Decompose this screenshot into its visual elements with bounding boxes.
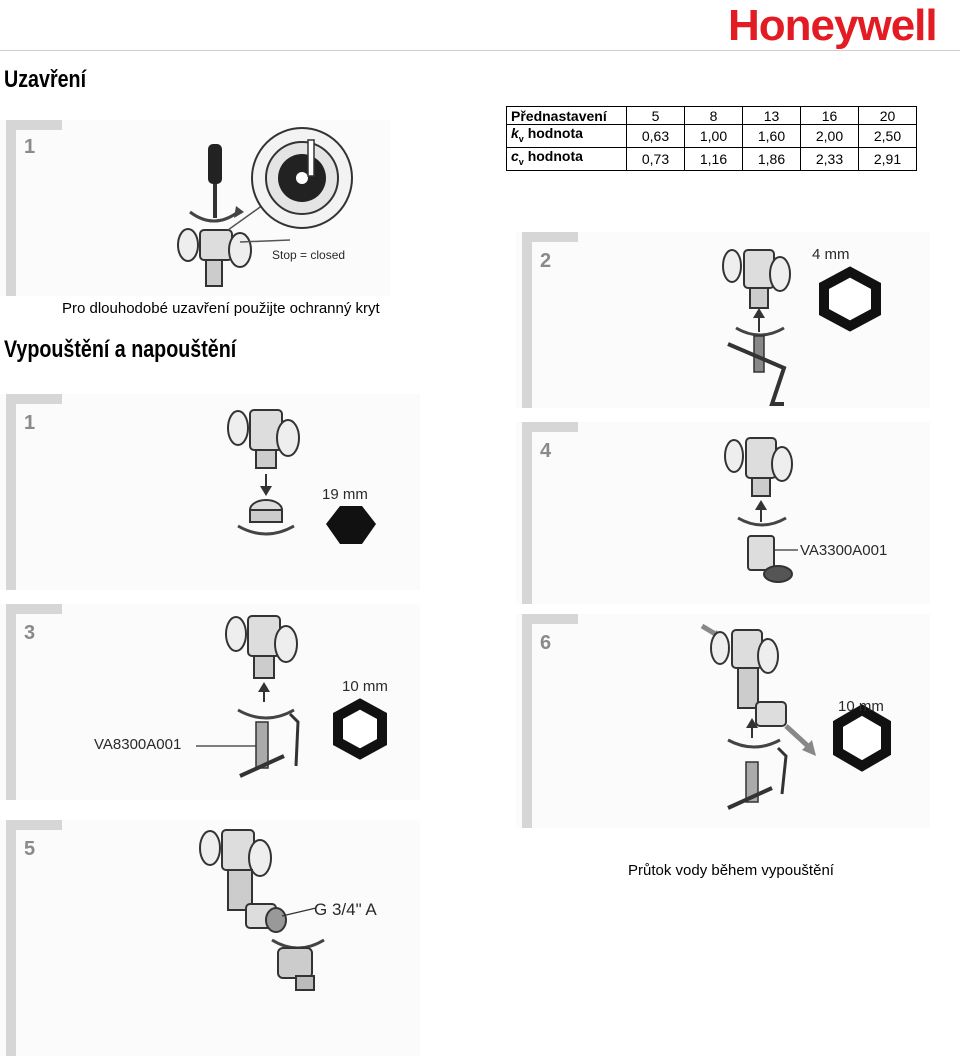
panel-frame	[522, 614, 532, 828]
cv-label: cv hodnota	[506, 146, 627, 171]
drain-operation-illustration	[700, 623, 891, 810]
panel-frame	[6, 604, 62, 614]
stop-closed-label: Stop = closed	[272, 248, 346, 262]
step-4-panel: 4 VA3300A001	[516, 422, 930, 604]
part-code-label: VA8300A001	[94, 736, 182, 753]
table-row: kv hodnota 0,63 1,00 1,60 2,00 2,50	[506, 124, 917, 148]
kv-value: 2,00	[800, 124, 859, 148]
socket-wrench-illustration	[196, 615, 387, 778]
wrench-size-label: 10 mm	[838, 698, 884, 715]
panel-frame	[522, 422, 532, 604]
closing-caption: Pro dlouhodobé uzavření použijte ochrann…	[62, 300, 380, 317]
honeywell-logo: Honeywell	[728, 1, 938, 50]
panel-frame	[522, 232, 532, 408]
part-code-label: VA3300A001	[800, 542, 888, 559]
step-number: 1	[24, 412, 36, 434]
step-2-panel: 2 4 mm	[516, 232, 930, 408]
kv-value: 2,50	[858, 124, 917, 148]
preset-value: 13	[742, 106, 801, 125]
presetting-table: Přednastavení 5 8 13 16 20 kv hodnota 0,…	[506, 106, 917, 171]
step-number: 3	[24, 622, 36, 644]
panel-frame	[6, 820, 62, 830]
flow-caption: Průtok vody během vypouštění	[628, 862, 834, 879]
step-number: 5	[24, 838, 36, 860]
valve-presetting-illustration	[177, 127, 353, 287]
wrench-size-label: 10 mm	[342, 678, 388, 695]
panel-frame	[522, 232, 578, 242]
panel-frame	[522, 614, 578, 624]
panel-frame	[6, 120, 62, 130]
panel-frame	[6, 394, 16, 590]
kv-value: 1,00	[684, 124, 743, 148]
preset-value: 20	[858, 106, 917, 125]
panel-frame	[6, 120, 16, 296]
wrench-size-label: 4 mm	[812, 246, 850, 263]
preset-value: 16	[800, 106, 859, 125]
hose-connection-illustration	[199, 829, 325, 991]
drain-section-title: Vypouštění a napouštění	[4, 336, 237, 363]
wrench-size-label: 19 mm	[322, 486, 368, 503]
closing-step-panel: 1 Stop = closed	[0, 120, 390, 296]
cv-value: 0,73	[626, 146, 685, 171]
step-3-panel: 3 10 mm VA8300A001	[0, 604, 420, 800]
presetting-header: Přednastavení	[506, 106, 627, 125]
preset-value: 8	[684, 106, 743, 125]
step-number: 4	[540, 440, 552, 462]
cv-value: 1,16	[684, 146, 743, 171]
panel-frame	[522, 422, 578, 432]
step-number: 6	[540, 632, 552, 654]
table-row: Přednastavení 5 8 13 16 20	[506, 106, 917, 125]
header-divider	[0, 50, 960, 51]
preset-value: 5	[626, 106, 685, 125]
cv-value: 2,91	[858, 146, 917, 171]
step-5-panel: 5 G 3/4" A	[0, 820, 420, 1056]
cv-value: 1,86	[742, 146, 801, 171]
thread-size-label: G 3/4" A	[314, 900, 377, 919]
kv-value: 1,60	[742, 124, 801, 148]
panel-frame	[6, 604, 16, 800]
panel-frame	[6, 394, 62, 404]
kv-value: 0,63	[626, 124, 685, 148]
table-row: cv hodnota 0,73 1,16 1,86 2,33 2,91	[506, 146, 917, 171]
panel-frame	[6, 820, 16, 1056]
kv-label: kv hodnota	[506, 124, 627, 148]
cv-value: 2,33	[800, 146, 859, 171]
step-6-panel: 6 10 mm	[516, 614, 930, 828]
closing-section-title: Uzavření	[4, 66, 87, 93]
drain-valve-mount-illustration	[724, 437, 798, 583]
step-number: 1	[24, 136, 36, 158]
step-1-panel: 1 19 mm	[0, 394, 420, 590]
step-number: 2	[540, 250, 552, 272]
cap-removal-illustration	[227, 409, 376, 544]
allen-key-illustration	[722, 249, 881, 406]
